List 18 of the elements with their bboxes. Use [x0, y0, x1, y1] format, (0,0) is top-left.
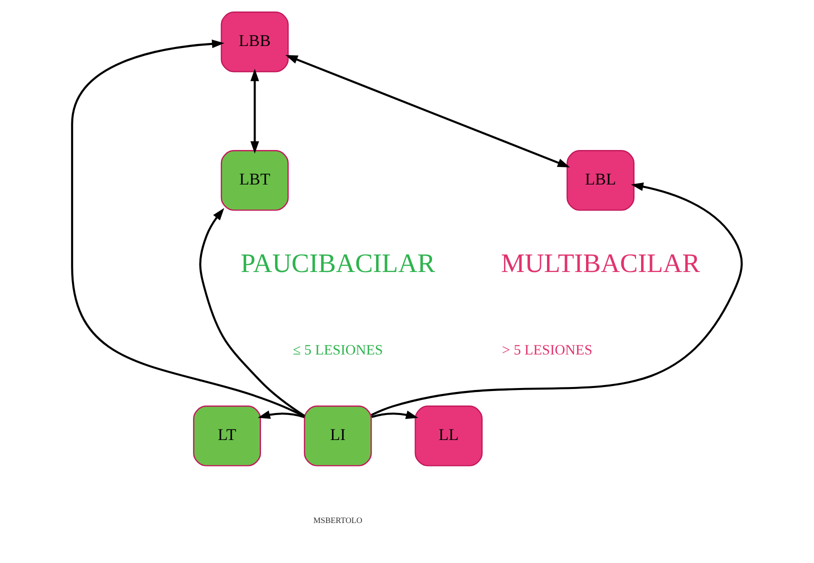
arrow [285, 55, 570, 168]
label: PAUCIBACILAR [240, 248, 436, 278]
arrow [71, 40, 305, 418]
arrow [258, 410, 305, 419]
node-box: LI [304, 406, 372, 466]
node-box: LBL [566, 150, 634, 211]
arrow [371, 410, 418, 419]
label: > 5 LESIONES [502, 342, 592, 359]
node-box: LT [193, 406, 261, 466]
arrow [199, 208, 306, 417]
label: MSBERTOLO [313, 516, 362, 526]
arrow [370, 182, 743, 416]
label: ≤ 5 LESIONES [292, 342, 383, 359]
node-box: LL [414, 406, 483, 466]
node-box: LBB [220, 12, 289, 72]
arrow [250, 68, 260, 154]
node-box: LBT [220, 150, 289, 211]
label: MULTIBACILAR [501, 248, 700, 278]
